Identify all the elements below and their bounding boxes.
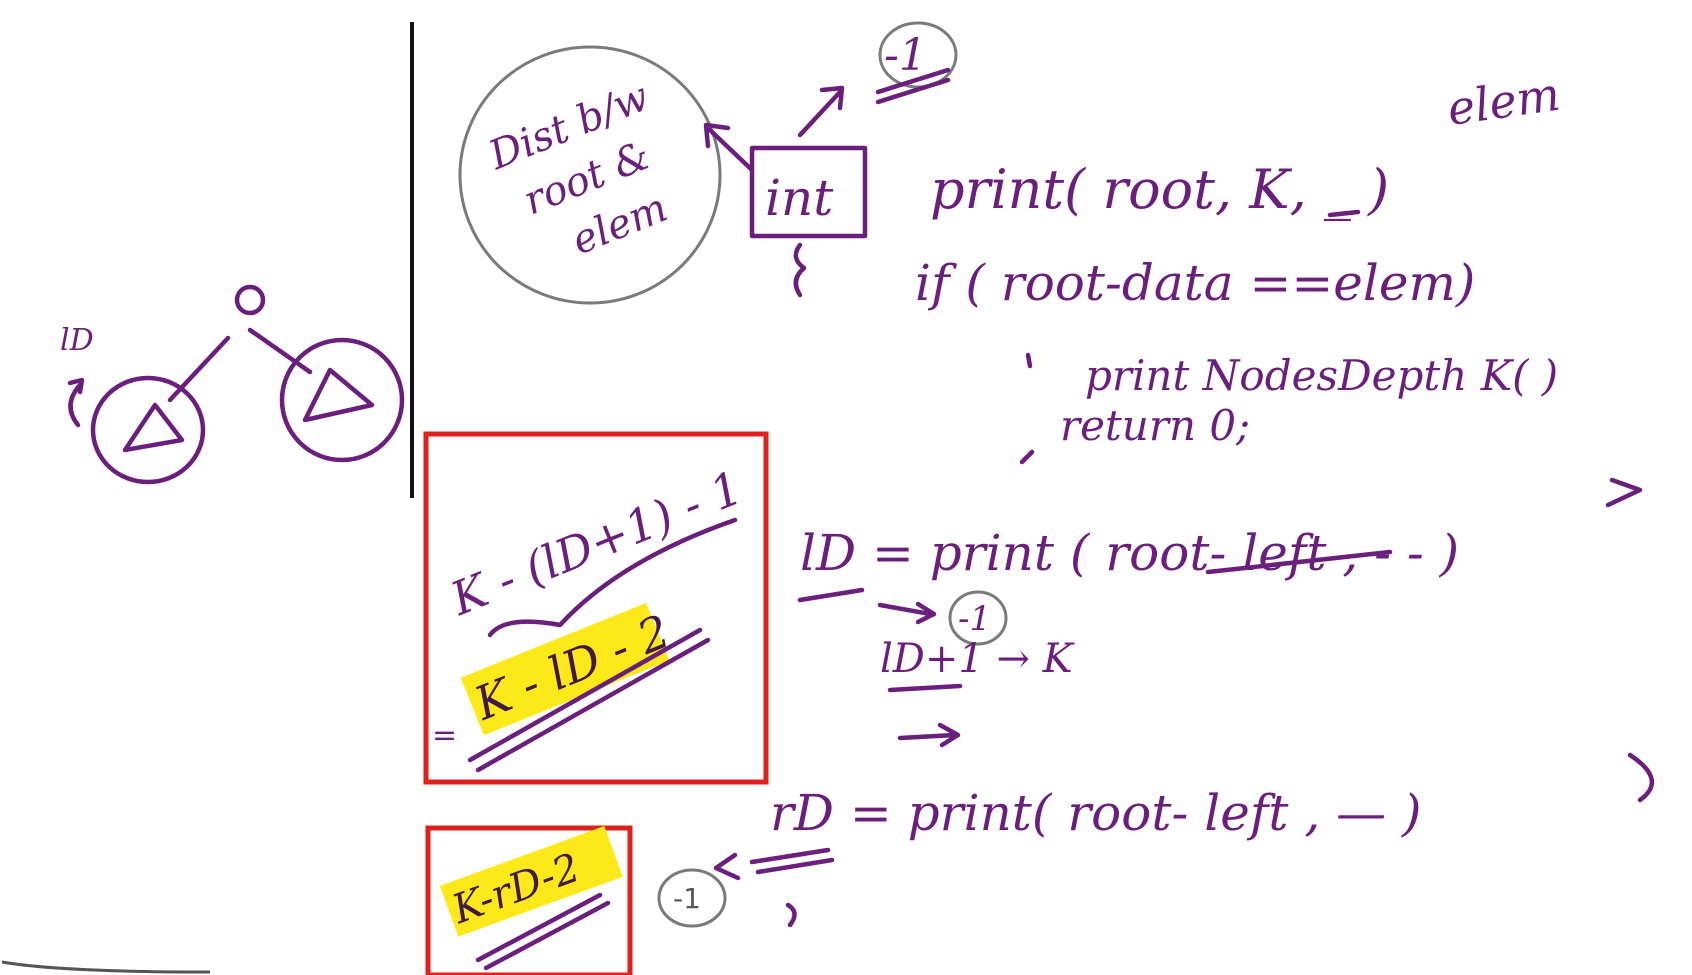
return-type-label: int [765,169,834,227]
mid-minus-one: -1 [958,599,991,639]
distance-note-circle [458,45,722,305]
if-line: if ( root-data ==elem) [915,254,1475,312]
left-subtree-triangle [122,402,185,453]
mid-minus-one-circle [948,590,1008,646]
print-call: print( root, K, _ ) [930,158,1389,221]
ld-plus-line: lD+1 → K [880,636,1075,682]
tree-sketch: lD [60,284,405,485]
top-minus-one: -1 [884,30,927,81]
rd-assign-line: rD = print( root- left , — ) [770,784,1422,842]
bottom-minus-one: -1 [673,882,701,915]
svg-text:K-rD-2: K-rD-2 [446,845,586,934]
left-formula: K - (lD+1) - 1 [443,460,750,626]
svg-text:K - (lD+1) - 1: K - (lD+1) - 1 [443,460,750,626]
root-node [234,284,266,316]
svg-text:=: = [432,718,457,753]
right-formula-highlighted: K-rD-2 [439,826,623,937]
left-subtree-circle [90,375,206,485]
return-zero-line: return 0; [1060,401,1250,450]
distance-note: Dist b/w root & elem [482,74,674,265]
right-formula-frame [425,825,633,975]
left-formula-highlighted: K - lD - 2 [460,602,677,736]
left-ld-label: lD [60,323,94,358]
right-subtree-triangle [302,367,375,423]
return-type-box [749,145,868,239]
left-formula-frame [423,431,769,785]
print-nodes-line: print NodesDepth K( ) [1085,351,1558,400]
top-minus-one-circle [878,21,958,89]
elem-label: elem [1444,67,1563,136]
bottom-minus-one-circle [657,868,727,928]
ld-assign-line: lD = print ( root- left , - - ) [800,524,1459,582]
right-subtree-circle [279,337,405,463]
